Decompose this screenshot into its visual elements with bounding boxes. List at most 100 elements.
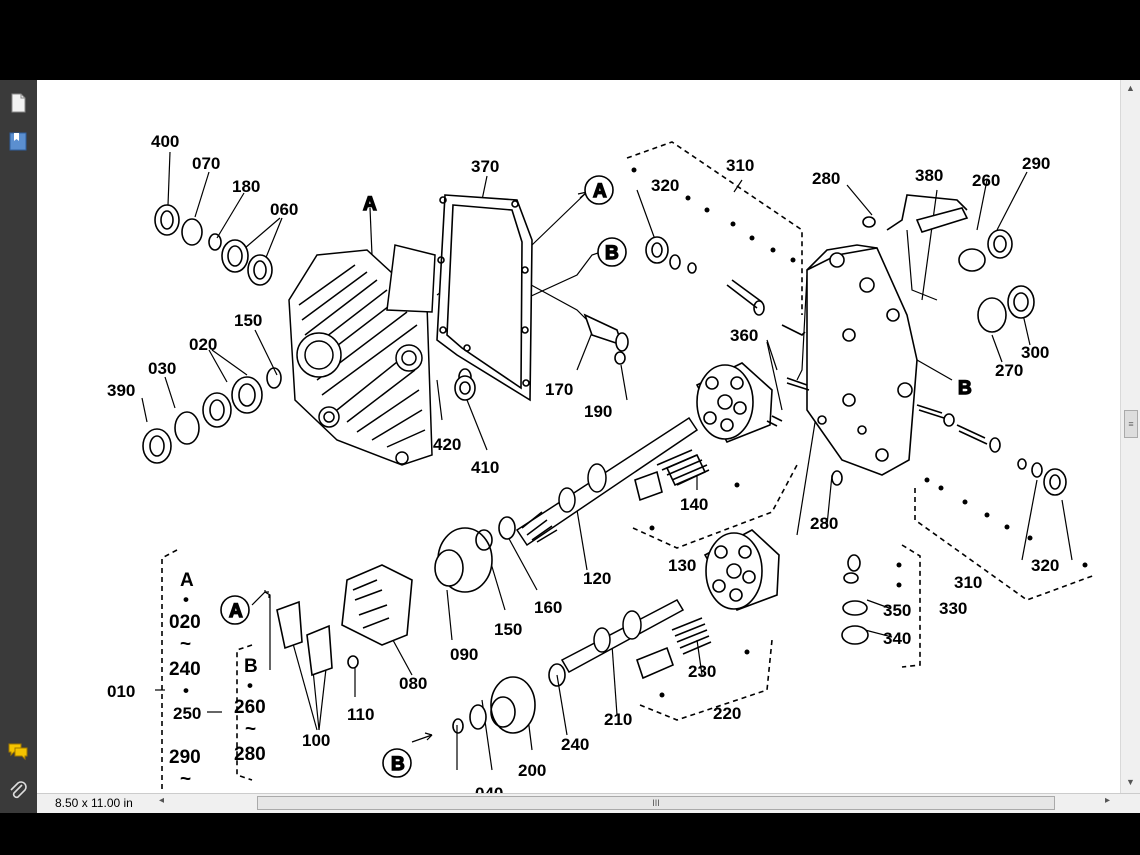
circled-letters — [220, 175, 627, 778]
pages-icon[interactable] — [7, 92, 29, 114]
label-090: 090 — [450, 645, 478, 664]
label-140: 140 — [680, 495, 708, 514]
label-130: 130 — [668, 556, 696, 575]
label-360: 360 — [730, 326, 758, 345]
label-350: 350 — [883, 601, 911, 620]
label-310-bot: 310 — [954, 573, 982, 592]
label-010: 010 — [107, 682, 135, 701]
legend-tilde2: ~ — [180, 769, 191, 790]
legend-260: 260 — [234, 697, 266, 718]
letter-A-left: A — [229, 601, 243, 622]
shaft-120 — [515, 416, 699, 547]
label-100: 100 — [302, 731, 330, 750]
legend-dot2: • — [183, 681, 189, 700]
label-370: 370 — [471, 157, 499, 176]
transmission-case — [288, 244, 436, 466]
legend-B: B — [244, 656, 258, 677]
label-120: 120 — [583, 569, 611, 588]
horizontal-thumb-grip: III — [652, 798, 660, 808]
label-210: 210 — [604, 710, 632, 729]
legend-col1: A • 020 ~ 240 • 290 ~ — [169, 570, 201, 790]
right-parts — [862, 194, 1067, 496]
legend-tilde1: ~ — [180, 634, 191, 655]
letter-B-bottom: B — [391, 754, 405, 775]
callouts: 400 070 180 060 370 310 320 280 380 260 … — [107, 132, 1059, 793]
valve-body — [806, 244, 918, 476]
scroll-left-button[interactable]: ◂ — [159, 795, 165, 806]
legend-A: A — [180, 570, 194, 591]
status-bar: 8.50 x 11.00 in ◂ III ▸ — [37, 793, 1140, 813]
legend-tilde3: ~ — [245, 719, 256, 740]
label-030: 030 — [148, 359, 176, 378]
vertical-scroll-thumb[interactable]: ≡ — [1124, 410, 1138, 438]
page-size-readout: 8.50 x 11.00 in — [55, 796, 133, 810]
gasket-370 — [436, 194, 533, 402]
label-260: 260 — [972, 171, 1000, 190]
letter-A-top: A — [363, 194, 377, 215]
label-150-top: 150 — [234, 311, 262, 330]
label-150-mid: 150 — [494, 620, 522, 639]
label-330: 330 — [939, 599, 967, 618]
comments-icon[interactable] — [7, 740, 29, 762]
middle-parts — [276, 236, 869, 734]
legend-dot3: • — [247, 676, 253, 695]
label-160: 160 — [534, 598, 562, 617]
navigation-panel — [0, 80, 37, 813]
label-280-top: 280 — [812, 169, 840, 188]
label-300: 300 — [1021, 343, 1049, 362]
leader-lines — [141, 151, 1073, 771]
label-020: 020 — [189, 335, 217, 354]
group-brackets — [161, 141, 1096, 793]
label-320-top: 320 — [651, 176, 679, 195]
part-dots — [631, 167, 1088, 698]
legend-240: 240 — [169, 659, 201, 680]
scroll-right-button[interactable]: ▸ — [1105, 795, 1111, 806]
legend-dot1: • — [183, 590, 189, 609]
label-070: 070 — [192, 154, 220, 173]
bookmarks-icon[interactable] — [7, 130, 29, 152]
left-bearings — [142, 204, 282, 464]
label-060: 060 — [270, 200, 298, 219]
bottom-black-bar — [0, 813, 1140, 855]
document-page[interactable]: A B A B A B 400 070 180 060 370 310 320 … — [37, 80, 1120, 793]
label-270: 270 — [995, 361, 1023, 380]
label-320-bot: 320 — [1031, 556, 1059, 575]
horizontal-scroll-thumb[interactable]: III — [257, 796, 1055, 810]
letter-B-arrow: B — [605, 243, 619, 264]
legend-290: 290 — [169, 747, 201, 768]
label-170: 170 — [545, 380, 573, 399]
letter-B-right: B — [958, 378, 972, 399]
label-200: 200 — [518, 761, 546, 780]
label-410: 410 — [471, 458, 499, 477]
legend-020: 020 — [169, 612, 201, 633]
attachments-icon[interactable] — [7, 780, 29, 802]
label-400: 400 — [151, 132, 179, 151]
top-black-bar — [0, 0, 1140, 80]
label-180: 180 — [232, 177, 260, 196]
cylinder-block-bottom — [703, 529, 780, 611]
scroll-up-button[interactable]: ▲ — [1126, 83, 1135, 93]
label-390: 390 — [107, 381, 135, 400]
label-040: 040 — [475, 784, 503, 793]
vertical-scrollbar[interactable]: ▲ ≡ ▼ — [1120, 80, 1140, 793]
scroll-down-button[interactable]: ▼ — [1126, 777, 1135, 787]
label-080: 080 — [399, 674, 427, 693]
cylinder-block-top — [695, 362, 773, 444]
legend-col2: B • 260 ~ 280 — [234, 656, 266, 765]
label-110: 110 — [347, 705, 374, 724]
label-380: 380 — [915, 166, 943, 185]
letter-A-arrow: A — [593, 181, 607, 202]
parts-diagram: A B A B A B 400 070 180 060 370 310 320 … — [107, 132, 1096, 793]
label-190: 190 — [584, 402, 612, 421]
label-230: 230 — [688, 662, 716, 681]
label-220: 220 — [713, 704, 741, 723]
label-420: 420 — [433, 435, 461, 454]
label-250: 250 — [173, 704, 201, 723]
shaft-210 — [560, 599, 685, 674]
label-290: 290 — [1022, 154, 1050, 173]
vertical-thumb-grip: ≡ — [1128, 419, 1134, 429]
legend-280: 280 — [234, 744, 266, 765]
label-240: 240 — [561, 735, 589, 754]
label-340: 340 — [883, 629, 911, 648]
label-310-top: 310 — [726, 156, 754, 175]
